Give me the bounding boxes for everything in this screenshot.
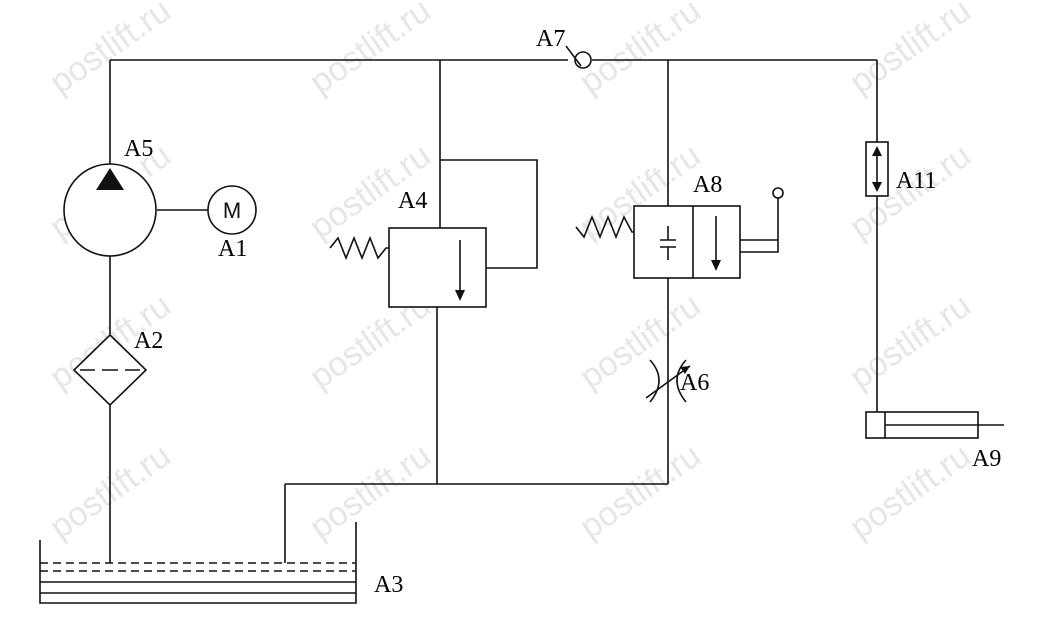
reservoir-a3: [39, 522, 357, 604]
watermark-layer: postlift.ru postlift.ru postlift.ru post…: [43, 0, 978, 547]
directional-valve-a8: [575, 187, 784, 279]
watermark: postlift.ru: [843, 0, 978, 102]
filter-a2: [72, 333, 148, 407]
motor-a1: M: [207, 185, 257, 235]
watermark: postlift.ru: [303, 0, 438, 102]
label-a2: A2: [134, 328, 163, 354]
hydraulic-lines: [109, 59, 878, 563]
throttle-valve-a6: [645, 359, 691, 403]
label-a7: A7: [536, 26, 565, 52]
label-a5: A5: [124, 136, 153, 162]
label-a11: A11: [896, 168, 936, 194]
cylinder-a9: [865, 411, 1004, 439]
watermark: postlift.ru: [843, 286, 978, 396]
watermark: postlift.ru: [573, 436, 708, 546]
label-a8: A8: [693, 172, 722, 198]
motor-symbol: M: [223, 198, 241, 223]
flow-indicator-a11: [865, 141, 889, 197]
watermark: postlift.ru: [573, 0, 708, 102]
label-a6: A6: [680, 370, 709, 396]
watermark: postlift.ru: [843, 436, 978, 546]
component-labels: A1 A2 A3 A4 A5 A6 A7 A8 A9 A11: [124, 26, 1001, 598]
watermark: postlift.ru: [303, 436, 438, 546]
pump-a5: [63, 163, 157, 257]
check-valve-a7: [565, 45, 592, 69]
relief-valve-a4: [329, 227, 487, 308]
label-a4: A4: [398, 188, 427, 214]
label-a3: A3: [374, 572, 403, 598]
label-a1: A1: [218, 236, 247, 262]
label-a9: A9: [972, 446, 1001, 472]
